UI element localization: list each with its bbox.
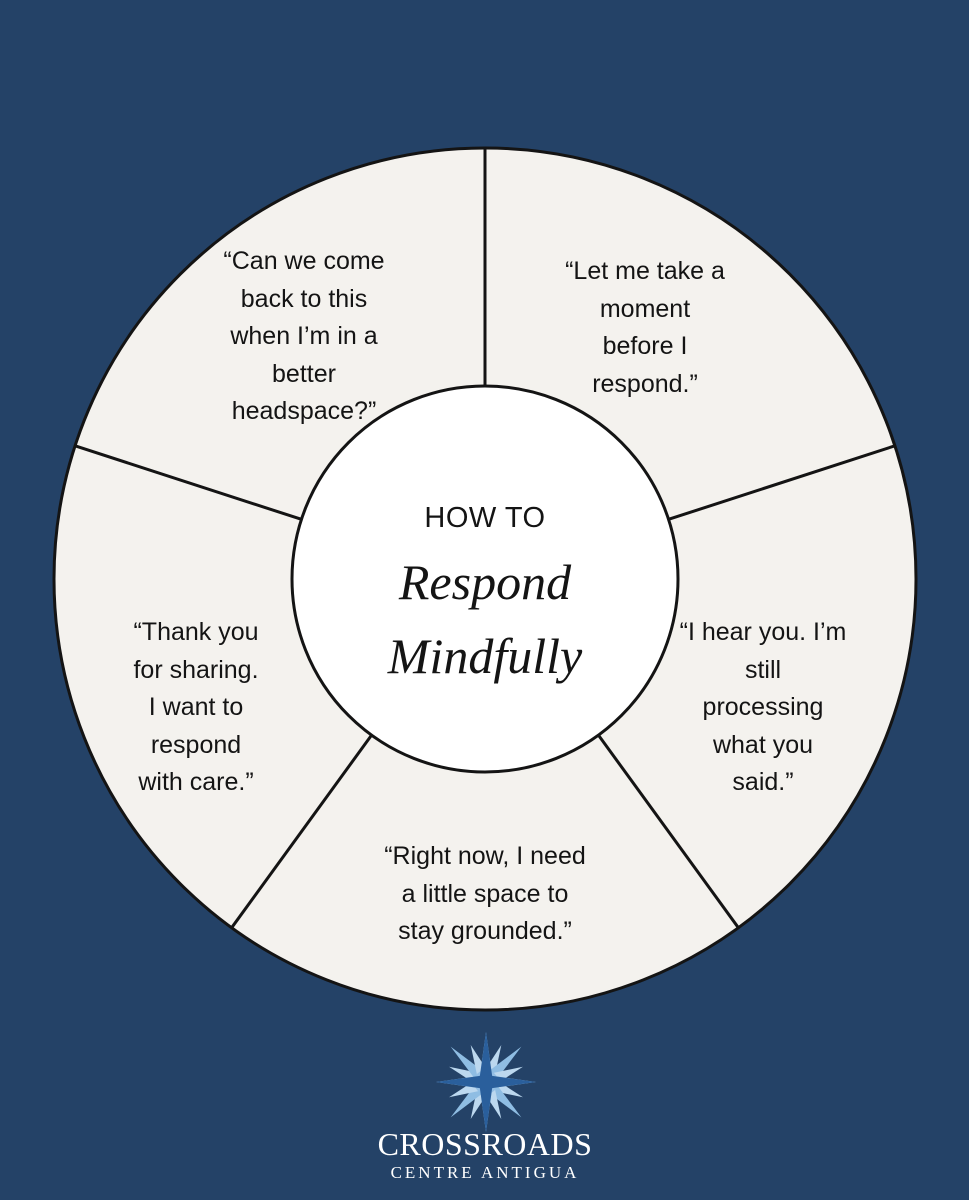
brand-name: CROSSROADS: [377, 1126, 593, 1162]
segment-divider: [668, 444, 896, 521]
segment-line: “Right now, I need: [384, 842, 586, 870]
segment-line: respond.”: [592, 369, 698, 398]
segment-text-thank-you: “Thank you for sharing. I want to respon…: [96, 614, 296, 802]
segment-line: still: [744, 655, 782, 684]
segment-divider: [74, 444, 302, 521]
segment-text-need-space: “Right now, I need a little space to sta…: [340, 838, 630, 951]
logo-cardinal-point: [479, 1082, 493, 1132]
segment-line: stay grounded.”: [398, 917, 572, 945]
wheel-hub-circle: [290, 384, 680, 774]
segment-line: with care.”: [138, 768, 254, 796]
segment-line: processing: [702, 693, 824, 721]
segment-line: when I’m in a: [230, 322, 378, 350]
segment-line: “I hear you. I’m: [679, 618, 847, 646]
logo-cardinal-point: [486, 1075, 536, 1089]
segment-divider: [597, 734, 740, 929]
segment-line: “Can we come: [223, 247, 385, 275]
segment-line: respond: [150, 730, 242, 759]
segment-line: for sharing.: [133, 655, 259, 684]
compass-star-icon: [436, 1032, 536, 1132]
segment-text-come-back-later: “Can we come back to this when I’m in a …: [184, 243, 424, 431]
segment-line: said.”: [732, 768, 794, 796]
segment-line: a little space to: [401, 879, 569, 908]
hub-title-line-1: Respond: [398, 554, 572, 610]
segment-text-still-processing: “I hear you. I’m still processing what y…: [653, 614, 873, 802]
segment-line: “Thank you: [133, 618, 259, 646]
segment-line: before I: [602, 332, 688, 360]
segment-line: I want to: [148, 693, 244, 721]
hub-label: HOW TO: [424, 502, 546, 534]
segment-line: what you: [712, 730, 814, 759]
segment-divider: [230, 734, 373, 929]
segment-line: headspace?”: [231, 397, 377, 425]
segment-line: better: [272, 359, 336, 388]
segment-line: “Let me take a: [565, 257, 725, 285]
segment-text-take-a-moment: “Let me take a moment before I respond.”: [520, 253, 770, 403]
segment-line: moment: [599, 294, 691, 323]
logo-cardinal-point: [436, 1075, 486, 1089]
hub-title-line-2: Mindfully: [387, 628, 583, 684]
segment-line: back to this: [240, 284, 368, 313]
logo-cardinal-point: [479, 1032, 493, 1082]
brand-subtitle: CENTRE ANTIGUA: [390, 1163, 580, 1182]
